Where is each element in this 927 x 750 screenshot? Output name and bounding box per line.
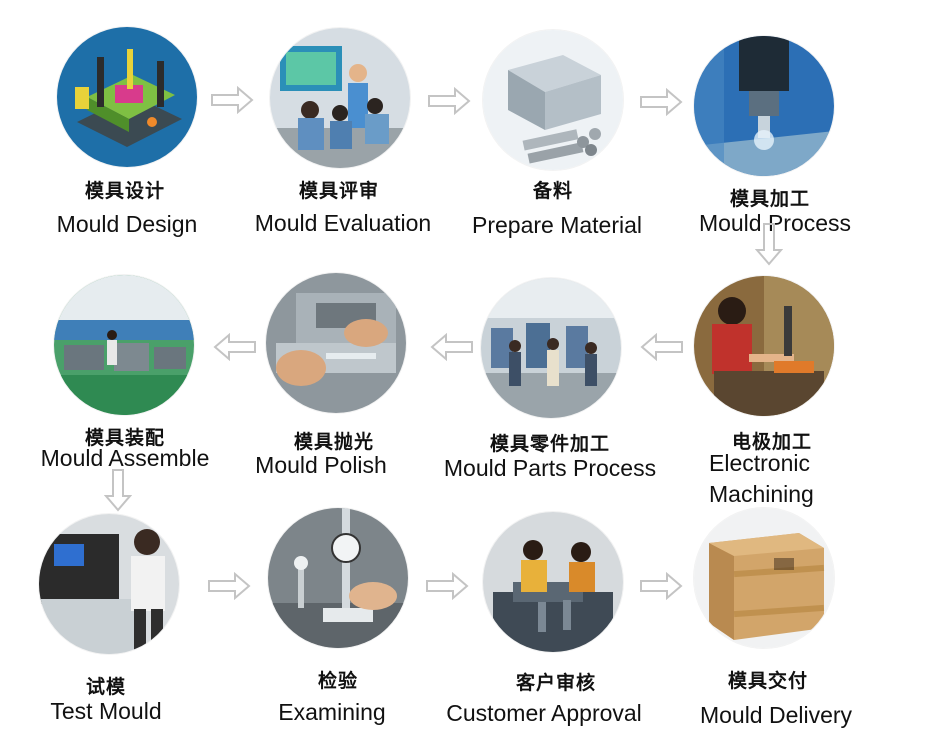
step-title-en: Mould Polish <box>255 452 387 478</box>
step-title-en: Electronic Machining <box>709 450 814 507</box>
electrode-worker-photo <box>694 276 834 416</box>
step-title-zh: 试模 <box>85 676 127 698</box>
step-title-en: Prepare Material <box>471 212 643 238</box>
arrow-left-icon <box>213 333 257 361</box>
step-title-en: Mould Assemble <box>40 445 210 471</box>
step-title-zh: 模具设计 <box>84 180 166 202</box>
step-title-zh: 模具零件加工 <box>489 433 611 455</box>
step-title-zh: 客户审核 <box>515 672 597 694</box>
arrow-right-icon <box>425 572 469 600</box>
steel-material-photo <box>483 30 623 170</box>
step-title-zh: 备料 <box>532 180 574 202</box>
arrow-down-icon <box>755 222 783 266</box>
mould-design-photo <box>57 27 197 167</box>
arrow-right-icon <box>639 572 683 600</box>
step-title-en: Customer Approval <box>446 700 642 726</box>
assembly-workshop-photo <box>54 275 194 415</box>
wooden-crate-photo <box>694 508 834 648</box>
step-title-zh: 模具评审 <box>298 180 380 202</box>
step-title-en: Test Mould <box>50 698 162 724</box>
arrow-right-icon <box>427 87 471 115</box>
step-title-zh: 模具交付 <box>727 670 809 692</box>
step-title-zh: 模具加工 <box>729 188 811 210</box>
polishing-hands-photo <box>266 273 406 413</box>
cnc-milling-photo <box>694 36 834 176</box>
arrow-right-icon <box>207 572 251 600</box>
arrow-right-icon <box>210 86 254 114</box>
arrow-left-icon <box>640 333 684 361</box>
injection-machine-photo <box>39 514 179 654</box>
step-title-en: Mould Parts Process <box>443 455 657 481</box>
step-title-zh: 模具抛光 <box>293 431 375 453</box>
height-gauge-photo <box>268 508 408 648</box>
step-title-zh: 检验 <box>317 670 359 692</box>
step-title-en: Mould Delivery <box>699 702 853 728</box>
arrow-down-icon <box>104 468 132 512</box>
step-title-en: Mould Design <box>56 211 198 237</box>
customer-inspection-photo <box>483 512 623 652</box>
arrow-left-icon <box>430 333 474 361</box>
parts-workshop-photo <box>481 278 621 418</box>
step-title-zh: 电极加工 <box>731 431 813 453</box>
arrow-right-icon <box>639 88 683 116</box>
step-title-en: Mould Evaluation <box>254 210 432 236</box>
step-title-zh: 模具装配 <box>84 427 166 449</box>
step-title-en: Examining <box>278 699 386 725</box>
evaluation-meeting-photo <box>270 28 410 168</box>
